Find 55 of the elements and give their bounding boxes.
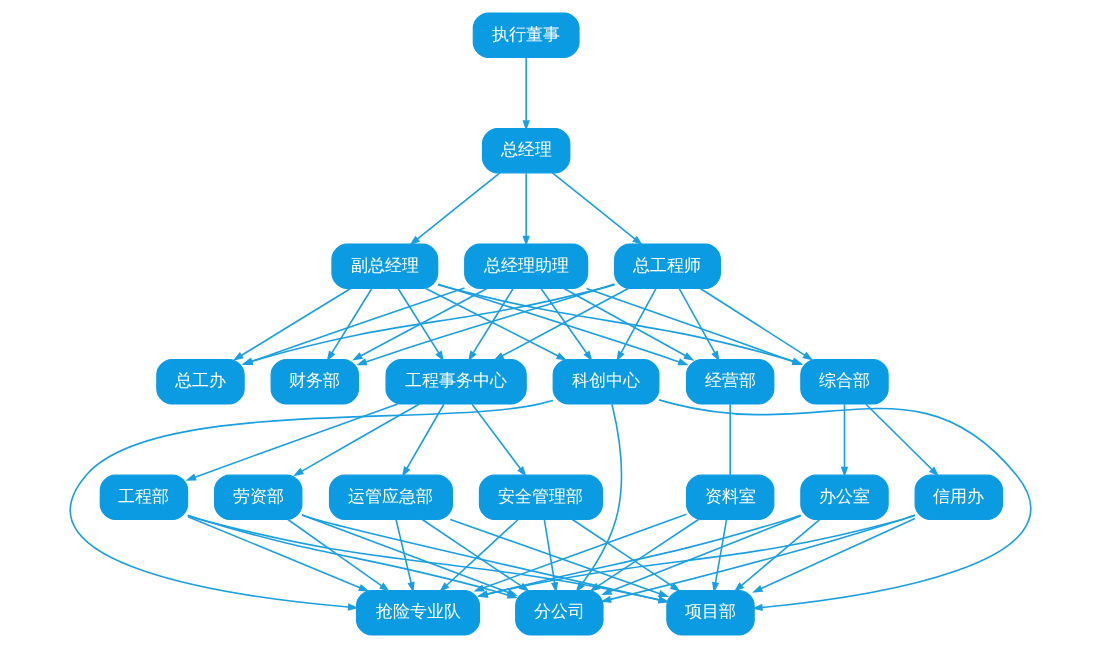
node-box: 总工程师 bbox=[614, 243, 721, 289]
node-box: 科创中心 bbox=[552, 359, 660, 405]
node-box: 资料室 bbox=[685, 474, 775, 521]
arrow bbox=[293, 403, 421, 477]
arrow bbox=[437, 283, 689, 366]
arrow bbox=[522, 56, 530, 131]
node-box: 劳资部 bbox=[214, 474, 303, 521]
node-box: 抢险专业队 bbox=[355, 590, 481, 636]
arrow bbox=[865, 403, 940, 477]
node-box: 信用办 bbox=[914, 474, 1004, 521]
node-box: 经营部 bbox=[685, 359, 775, 405]
arrow bbox=[540, 287, 593, 362]
arrow bbox=[493, 287, 630, 361]
node-box: 工程事务中心 bbox=[385, 359, 527, 405]
arrow bbox=[616, 287, 657, 362]
arrow bbox=[601, 515, 802, 596]
arrow bbox=[543, 519, 559, 593]
node-box: 副总经理 bbox=[331, 243, 439, 289]
arrow bbox=[397, 287, 445, 362]
arrow bbox=[678, 287, 720, 362]
arrow bbox=[471, 403, 527, 477]
node-box: 总经理 bbox=[481, 127, 571, 174]
arrow bbox=[287, 518, 390, 592]
node-box: 执行董事 bbox=[472, 12, 580, 58]
node-box: 工程部 bbox=[99, 474, 189, 521]
arrow bbox=[711, 519, 728, 593]
arrow bbox=[352, 287, 488, 361]
node-box: 运管应急部 bbox=[328, 474, 454, 521]
node-box: 分公司 bbox=[515, 590, 604, 636]
node-box: 综合部 bbox=[800, 359, 889, 405]
node-box: 财务部 bbox=[270, 359, 359, 405]
arrow bbox=[356, 283, 616, 366]
node-box: 办公室 bbox=[800, 474, 889, 521]
arrow bbox=[401, 403, 445, 477]
arrow bbox=[752, 517, 916, 593]
node-box: 安全管理部 bbox=[478, 474, 603, 521]
arrow bbox=[522, 172, 530, 247]
arrow bbox=[409, 172, 501, 246]
arrow bbox=[467, 287, 514, 362]
arrow bbox=[733, 518, 821, 592]
arrow bbox=[563, 287, 695, 361]
node-box: 总经理助理 bbox=[464, 243, 589, 289]
arrow bbox=[232, 287, 352, 361]
node-box: 总工办 bbox=[156, 359, 245, 405]
arrow bbox=[69, 399, 554, 611]
arrow bbox=[699, 287, 814, 361]
arrow bbox=[395, 519, 415, 593]
arrow bbox=[840, 403, 849, 478]
connector bbox=[729, 403, 731, 476]
arrow bbox=[425, 287, 567, 361]
arrow bbox=[187, 515, 370, 592]
arrow bbox=[551, 172, 643, 246]
node-box: 项目部 bbox=[666, 590, 755, 636]
arrow bbox=[185, 403, 399, 481]
arrow bbox=[326, 287, 373, 362]
